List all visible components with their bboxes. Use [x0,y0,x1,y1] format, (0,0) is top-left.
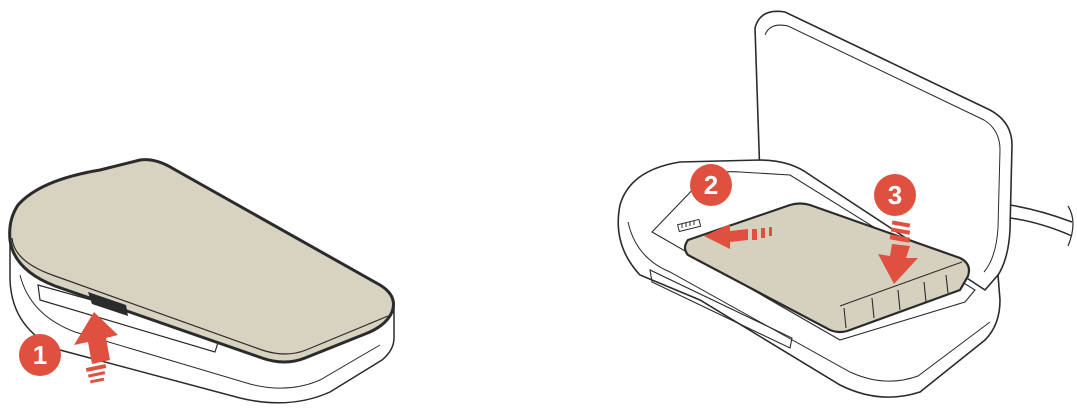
left-panel-closed-device: 1 [10,160,394,403]
step-1-badge: 1 [19,334,61,376]
right-panel-open-device: 2 3 [618,11,1073,397]
cable-edge [1010,218,1072,236]
step-1-number: 1 [33,340,47,370]
cable-end [1068,206,1073,246]
step-3-number: 3 [888,180,902,210]
step-2-number: 2 [704,170,718,200]
step-2-badge: 2 [690,164,732,206]
step-3-badge: 3 [874,174,916,216]
